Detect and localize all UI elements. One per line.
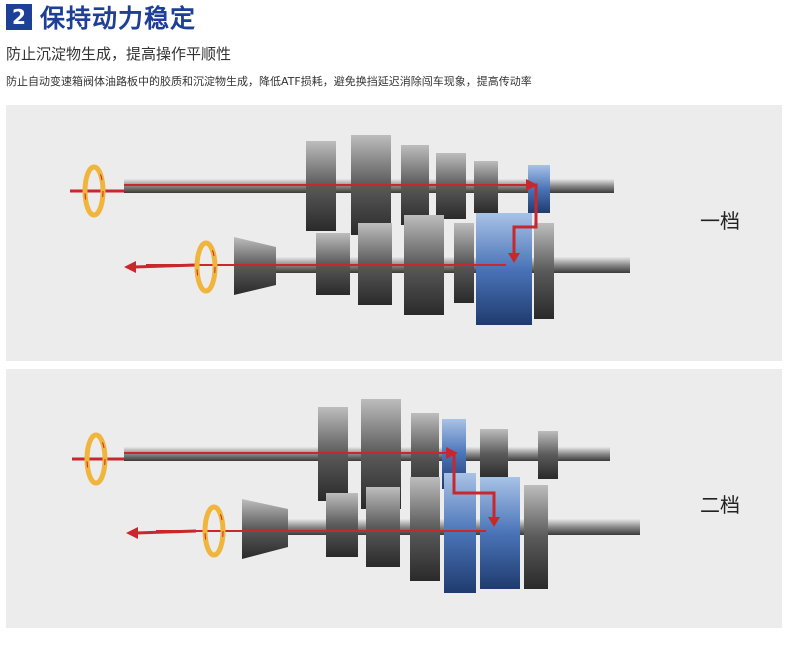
output-rotation-icon	[202, 504, 226, 558]
first-gear-transmission-illustration	[70, 135, 630, 325]
output-arrow-icon	[126, 527, 138, 539]
section-description: 防止自动变速箱阀体油路板中的胶质和沉淀物生成，降低ATF损耗，避免换挡延迟消除闯…	[6, 75, 532, 88]
output-rotation-icon	[194, 240, 218, 294]
section-title: 保持动力稳定	[40, 4, 197, 33]
output-shaft	[234, 213, 630, 325]
input-rotation-icon	[82, 164, 106, 218]
section-number-badge: 2	[6, 4, 32, 30]
first-gear-panel: 一档	[6, 105, 782, 361]
output-arrow-icon	[124, 261, 136, 273]
second-gear-panel: 二档	[6, 369, 782, 628]
pinion-gear	[242, 499, 288, 559]
section-subtitle: 防止沉淀物生成，提高操作平顺性	[6, 45, 232, 63]
second-gear-transmission-illustration	[72, 399, 640, 593]
engaged-first-gear	[476, 213, 532, 325]
input-rotation-icon	[84, 432, 108, 486]
section-header: 2 保持动力稳定	[6, 2, 197, 33]
engaged-second-gear	[480, 477, 520, 589]
output-shaft	[242, 473, 640, 593]
second-gear-label: 二档	[700, 493, 740, 517]
first-gear-label: 一档	[700, 209, 740, 233]
